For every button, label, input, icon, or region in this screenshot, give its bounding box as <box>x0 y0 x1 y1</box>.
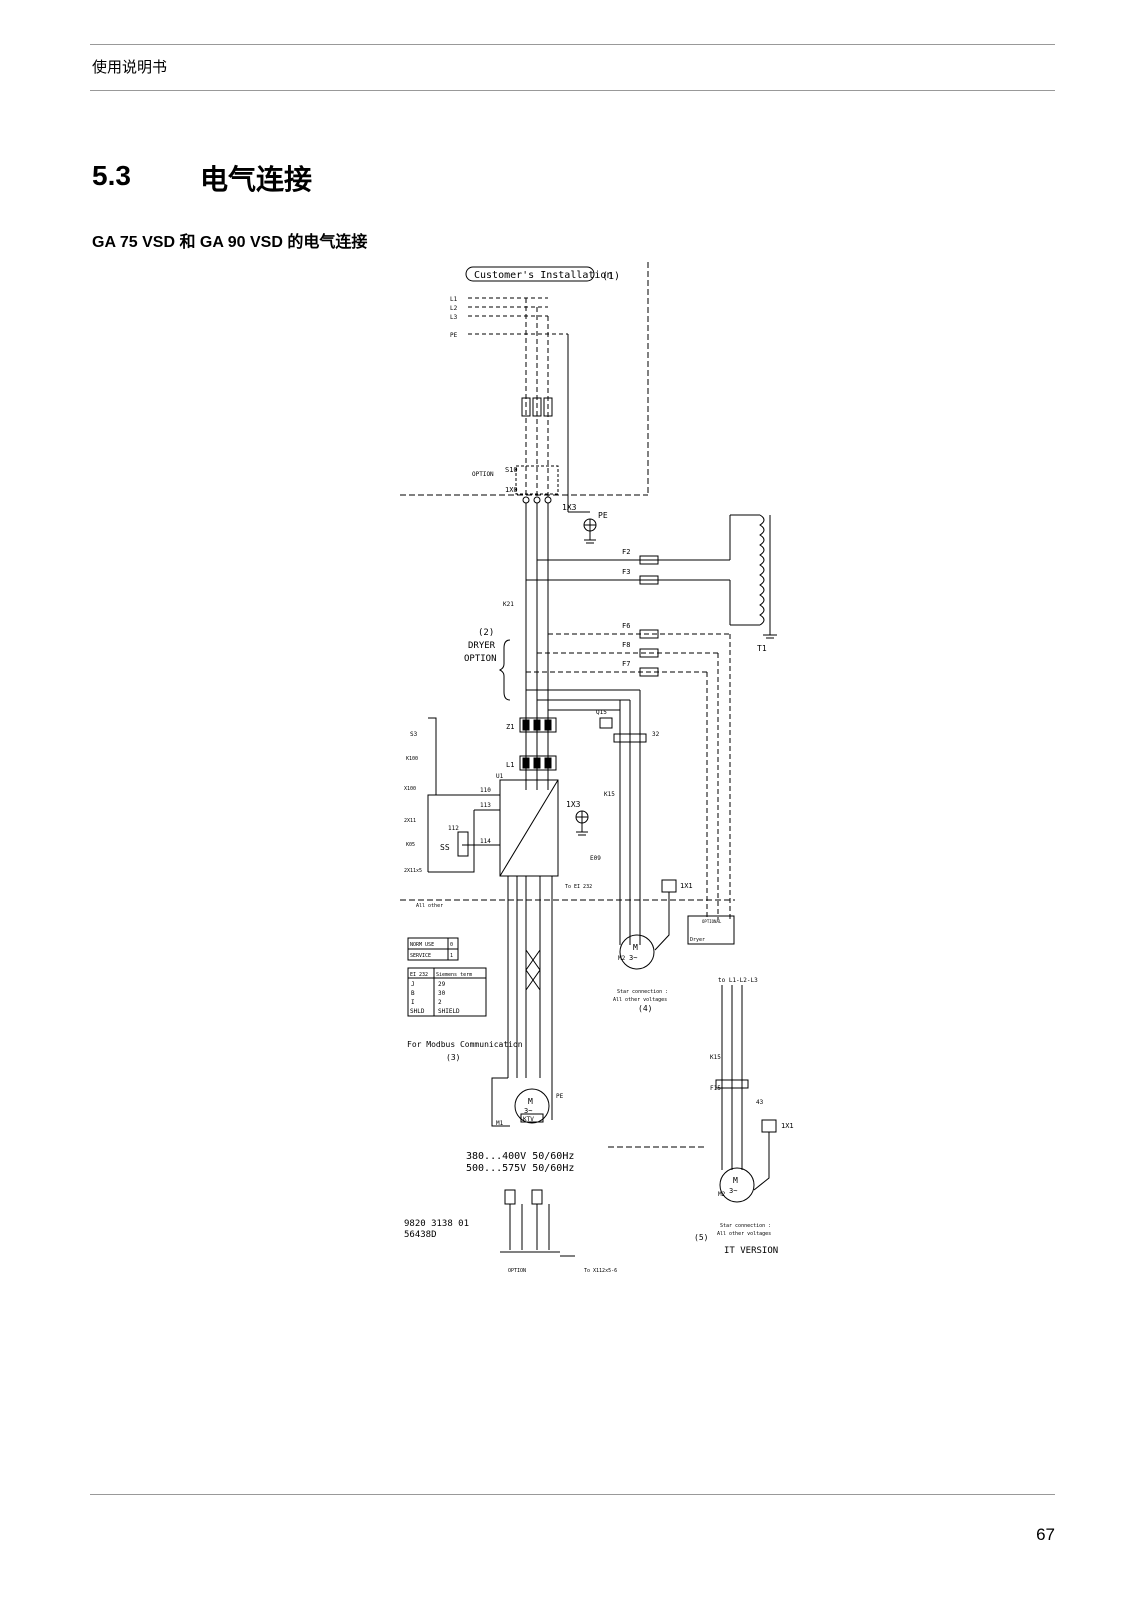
motor-m2-3: 3~ <box>629 954 637 962</box>
label-l2: L2 <box>450 305 458 312</box>
dryer-note: (2) <box>478 628 494 638</box>
label-q15-val: 32 <box>652 731 660 738</box>
note-3: (3) <box>446 1053 460 1062</box>
label-1x0: 1X0 <box>505 486 518 494</box>
motor-m2-m: M <box>633 943 638 952</box>
label-pe: PE <box>450 332 458 339</box>
voltage-1: 380...400V 50/60Hz <box>466 1151 574 1162</box>
label-l1: L1 <box>450 296 458 303</box>
label-z1: Z1 <box>506 723 514 731</box>
label-s10: S10 <box>505 466 518 474</box>
label-to-ei232: To EI 232 <box>565 884 592 890</box>
section-title: 电气连接 <box>200 163 313 196</box>
label-u1: U1 <box>496 773 504 780</box>
motor-m1-3: 3~ <box>524 1107 532 1115</box>
label-m1: M1 <box>496 1120 504 1127</box>
label-k15-it: K15 <box>710 1054 721 1061</box>
wire-110: 110 <box>480 787 491 794</box>
star-voltages-1: All other voltages <box>613 997 667 1003</box>
wire-112: 112 <box>448 825 459 832</box>
label-k15: K15 <box>604 791 615 798</box>
table1-service-val: 1 <box>450 953 453 959</box>
label-2x11: 2X11 <box>404 818 416 824</box>
section-subtitle: GA 75 VSD 和 GA 90 VSD 的电气连接 <box>92 234 368 251</box>
label-1x1: 1X1 <box>680 882 693 890</box>
header-rule-top <box>90 44 1055 45</box>
voltage-2: 500...575V 50/60Hz <box>466 1163 574 1174</box>
label-f2: F2 <box>622 548 630 556</box>
ref-code: 56438D <box>404 1230 437 1240</box>
label-f15: F15 <box>710 1085 721 1092</box>
table1-norm-val: 0 <box>450 942 453 948</box>
table2-r3c1: I <box>411 999 415 1006</box>
table2-r2c2: 30 <box>438 990 446 997</box>
table2-h1: EI 232 <box>410 972 428 978</box>
table2-r4c2: SHIELD <box>438 1008 460 1015</box>
table2-r1c1: J <box>411 981 415 988</box>
label-all-other: All other <box>416 903 443 909</box>
star-connection-2: Star connection : <box>720 1223 771 1229</box>
star-connection-1: Star connection : <box>617 989 668 995</box>
page-number: 67 <box>1036 1525 1055 1544</box>
note-1: (1) <box>602 271 620 282</box>
wire-113: 113 <box>480 802 491 809</box>
label-f8: F8 <box>622 641 630 649</box>
label-ktv: KTV <box>523 1116 534 1123</box>
label-ss: SS <box>440 843 450 852</box>
label-k05: K05 <box>406 842 415 848</box>
label-it-version: IT VERSION <box>724 1246 778 1256</box>
table1-service: SERVICE <box>410 953 431 959</box>
footer-rule <box>90 1494 1055 1495</box>
label-x100: X100 <box>404 786 416 792</box>
label-1x3: 1X3 <box>562 503 577 512</box>
label-t1: T1 <box>757 644 767 653</box>
label-modbus: For Modbus Communication <box>407 1040 523 1049</box>
table2-r3c2: 2 <box>438 999 442 1006</box>
label-k100: K100 <box>406 756 418 762</box>
label-l3: L3 <box>450 314 458 321</box>
label-l1-choke: L1 <box>506 761 514 769</box>
table1-norm: NORM USE <box>410 942 434 948</box>
wire-114: 114 <box>480 838 491 845</box>
label-f3: F3 <box>622 568 630 576</box>
label-option: OPTION <box>472 471 494 478</box>
label-s3: S3 <box>410 731 418 738</box>
label-1x3-lower: 1X3 <box>566 800 581 809</box>
label-to-l1l2l3: to L1-L2-L3 <box>718 977 758 984</box>
header-title: 使用说明书 <box>92 58 168 76</box>
table2-h2: Siemens term <box>436 972 472 978</box>
label-m2-it: M2 <box>718 1191 726 1198</box>
label-q15: Q15 <box>596 709 607 716</box>
label-dryer: Dryer <box>690 937 705 943</box>
ref-number: 9820 3138 01 <box>404 1219 469 1229</box>
label-1x3-pe: PE <box>598 511 608 520</box>
dryer-option-label: OPTION <box>464 654 497 664</box>
table2-r2c1: B <box>411 990 415 997</box>
label-f7: F7 <box>622 660 630 668</box>
label-pe-m1: PE <box>556 1093 564 1100</box>
label-to-x112: To X112x5-6 <box>584 1268 617 1274</box>
motor-m2-it-m: M <box>733 1176 738 1185</box>
label-customer-installation: Customer's Installation <box>474 270 612 281</box>
label-2x11x5: 2X11x5 <box>404 868 422 874</box>
label-1x1-it: 1X1 <box>781 1122 794 1130</box>
motor-m1-m: M <box>528 1097 533 1106</box>
label-m2: M2 <box>618 955 626 962</box>
table2-r1c2: 29 <box>438 981 446 988</box>
table2-r4c1: SHLD <box>410 1008 425 1015</box>
label-e09: E09 <box>590 855 601 862</box>
motor-m2-it-3: 3~ <box>729 1187 737 1195</box>
header-rule-bottom <box>90 90 1055 91</box>
star-voltages-2: All other voltages <box>717 1231 771 1237</box>
label-f6: F6 <box>622 622 630 630</box>
section-number: 5.3 <box>92 160 131 191</box>
label-f15-val: 43 <box>756 1099 764 1106</box>
note-4: (4) <box>638 1004 652 1013</box>
label-k21: K21 <box>503 601 514 608</box>
label-option-bottom: OPTION <box>508 1268 526 1274</box>
label-optional: OPTIONAL <box>702 919 722 924</box>
dryer-label: DRYER <box>468 641 496 651</box>
note-5: (5) <box>694 1233 708 1242</box>
